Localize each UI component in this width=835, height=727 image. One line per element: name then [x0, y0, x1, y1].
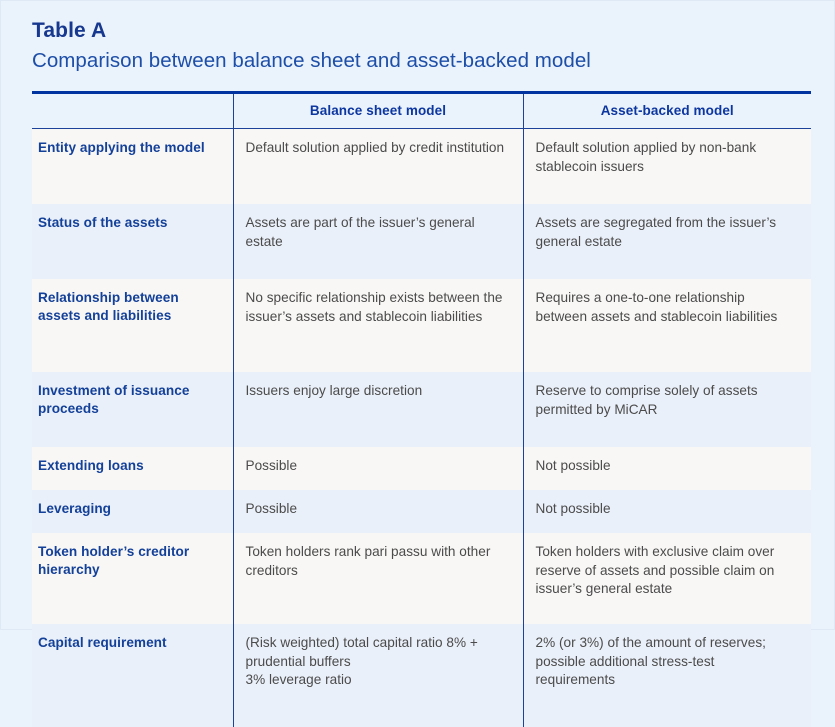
cell-balance-sheet-relationship: No specific relationship exists between …: [233, 279, 523, 372]
column-header-balance-sheet-model: Balance sheet model: [233, 94, 523, 129]
cell-asset-backed-leveraging: Not possible: [523, 490, 811, 533]
cell-balance-sheet-capital-requirement: (Risk weighted) total capital ratio 8% +…: [233, 624, 523, 727]
table-label: Table A: [32, 17, 812, 44]
comparison-table-wrapper: Balance sheet model Asset-backed model E…: [32, 91, 811, 727]
cell-balance-sheet-status: Assets are part of the issuer’s general …: [233, 204, 523, 279]
cell-balance-sheet-investment: Issuers enjoy large discretion: [233, 372, 523, 447]
table-row: Status of the assets Assets are part of …: [32, 204, 811, 279]
table-row: Relationship between assets and liabilit…: [32, 279, 811, 372]
row-label-token-holder-creditor-hierarchy: Token holder’s creditor hierarchy: [32, 533, 233, 624]
row-label-capital-requirement: Capital requirement: [32, 624, 233, 727]
table-row: Token holder’s creditor hierarchy Token …: [32, 533, 811, 624]
row-label-relationship-assets-liabilities: Relationship between assets and liabilit…: [32, 279, 233, 372]
table-row: Capital requirement (Risk weighted) tota…: [32, 624, 811, 727]
table-figure-page: Table A Comparison between balance sheet…: [0, 0, 835, 630]
column-header-criterion: [32, 94, 233, 129]
capital-requirement-line-1: (Risk weighted) total capital ratio 8% +…: [246, 634, 509, 671]
table-body: Entity applying the model Default soluti…: [32, 129, 811, 727]
capital-requirement-line-2: 3% leverage ratio: [246, 671, 509, 690]
table-row: Investment of issuance proceeds Issuers …: [32, 372, 811, 447]
cell-asset-backed-capital-requirement: 2% (or 3%) of the amount of reserves; po…: [523, 624, 811, 727]
row-label-extending-loans: Extending loans: [32, 447, 233, 490]
table-header: Balance sheet model Asset-backed model: [32, 94, 811, 129]
row-label-leveraging: Leveraging: [32, 490, 233, 533]
column-header-asset-backed-model: Asset-backed model: [523, 94, 811, 129]
title-block: Table A Comparison between balance sheet…: [32, 17, 812, 75]
row-label-entity-applying-the-model: Entity applying the model: [32, 129, 233, 205]
cell-asset-backed-extending-loans: Not possible: [523, 447, 811, 490]
cell-asset-backed-status: Assets are segregated from the issuer’s …: [523, 204, 811, 279]
cell-asset-backed-creditor-hierarchy: Token holders with exclusive claim over …: [523, 533, 811, 624]
cell-balance-sheet-extending-loans: Possible: [233, 447, 523, 490]
cell-asset-backed-entity: Default solution applied by non-bank sta…: [523, 129, 811, 205]
comparison-table: Balance sheet model Asset-backed model E…: [32, 94, 811, 727]
table-row: Entity applying the model Default soluti…: [32, 129, 811, 205]
cell-balance-sheet-leveraging: Possible: [233, 490, 523, 533]
header-row: Balance sheet model Asset-backed model: [32, 94, 811, 129]
row-label-investment-of-issuance-proceeds: Investment of issuance proceeds: [32, 372, 233, 447]
cell-balance-sheet-entity: Default solution applied by credit insti…: [233, 129, 523, 205]
table-caption: Comparison between balance sheet and ass…: [32, 47, 812, 75]
table-row: Extending loans Possible Not possible: [32, 447, 811, 490]
cell-asset-backed-relationship: Requires a one-to-one relationship betwe…: [523, 279, 811, 372]
table-row: Leveraging Possible Not possible: [32, 490, 811, 533]
cell-balance-sheet-creditor-hierarchy: Token holders rank pari passu with other…: [233, 533, 523, 624]
row-label-status-of-the-assets: Status of the assets: [32, 204, 233, 279]
cell-asset-backed-investment: Reserve to comprise solely of assets per…: [523, 372, 811, 447]
